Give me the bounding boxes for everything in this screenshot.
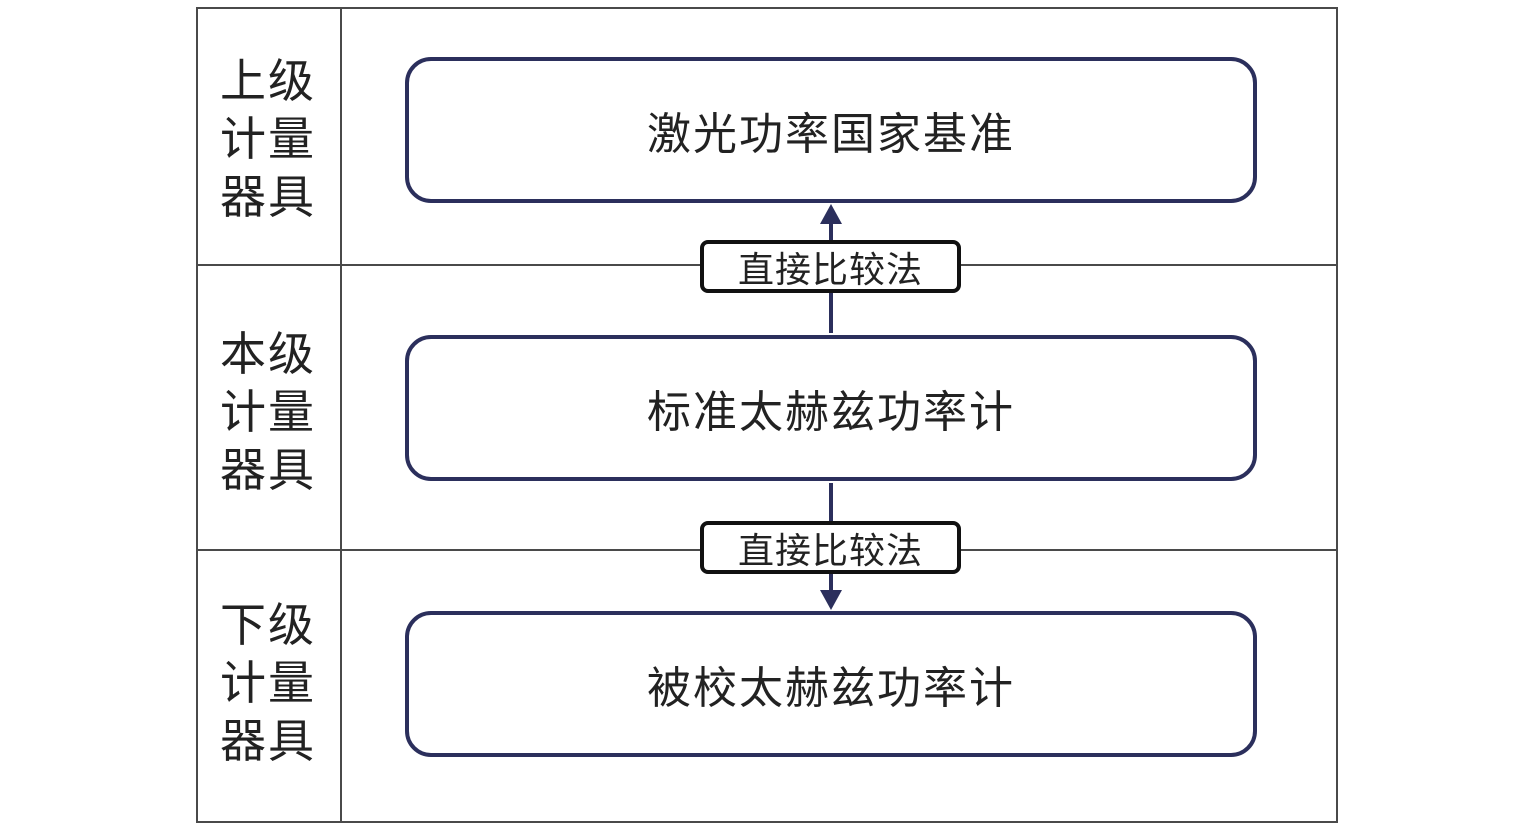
level-label-line: 下级: [220, 598, 316, 652]
level-label-line: 计量: [220, 112, 316, 166]
level-label-line: 计量: [220, 656, 316, 710]
level-label-line: 器具: [220, 443, 316, 497]
column-divider: [340, 7, 342, 823]
level-label-lower: 下级 计量 器具: [198, 596, 338, 770]
method-label: 直接比较法: [737, 530, 923, 572]
method-tag-upper: 直接比较法: [700, 240, 961, 293]
node-label: 标准太赫兹功率计: [647, 387, 1015, 438]
method-label: 直接比较法: [737, 249, 923, 291]
outer-frame: [196, 7, 1338, 823]
node-national-standard: 激光功率国家基准: [405, 57, 1257, 203]
level-label-line: 计量: [220, 385, 316, 439]
method-tag-lower: 直接比较法: [700, 521, 961, 574]
level-label-line: 器具: [220, 170, 316, 224]
node-label: 被校太赫兹功率计: [647, 663, 1015, 714]
level-label-line: 器具: [220, 714, 316, 768]
node-calibrated-thz-power-meter: 被校太赫兹功率计: [405, 611, 1257, 757]
node-standard-thz-power-meter: 标准太赫兹功率计: [405, 335, 1257, 481]
level-label-current: 本级 计量 器具: [198, 325, 338, 499]
node-label: 激光功率国家基准: [647, 109, 1015, 160]
level-label-line: 本级: [220, 327, 316, 381]
level-label-line: 上级: [220, 54, 316, 108]
level-label-upper: 上级 计量 器具: [198, 52, 338, 226]
